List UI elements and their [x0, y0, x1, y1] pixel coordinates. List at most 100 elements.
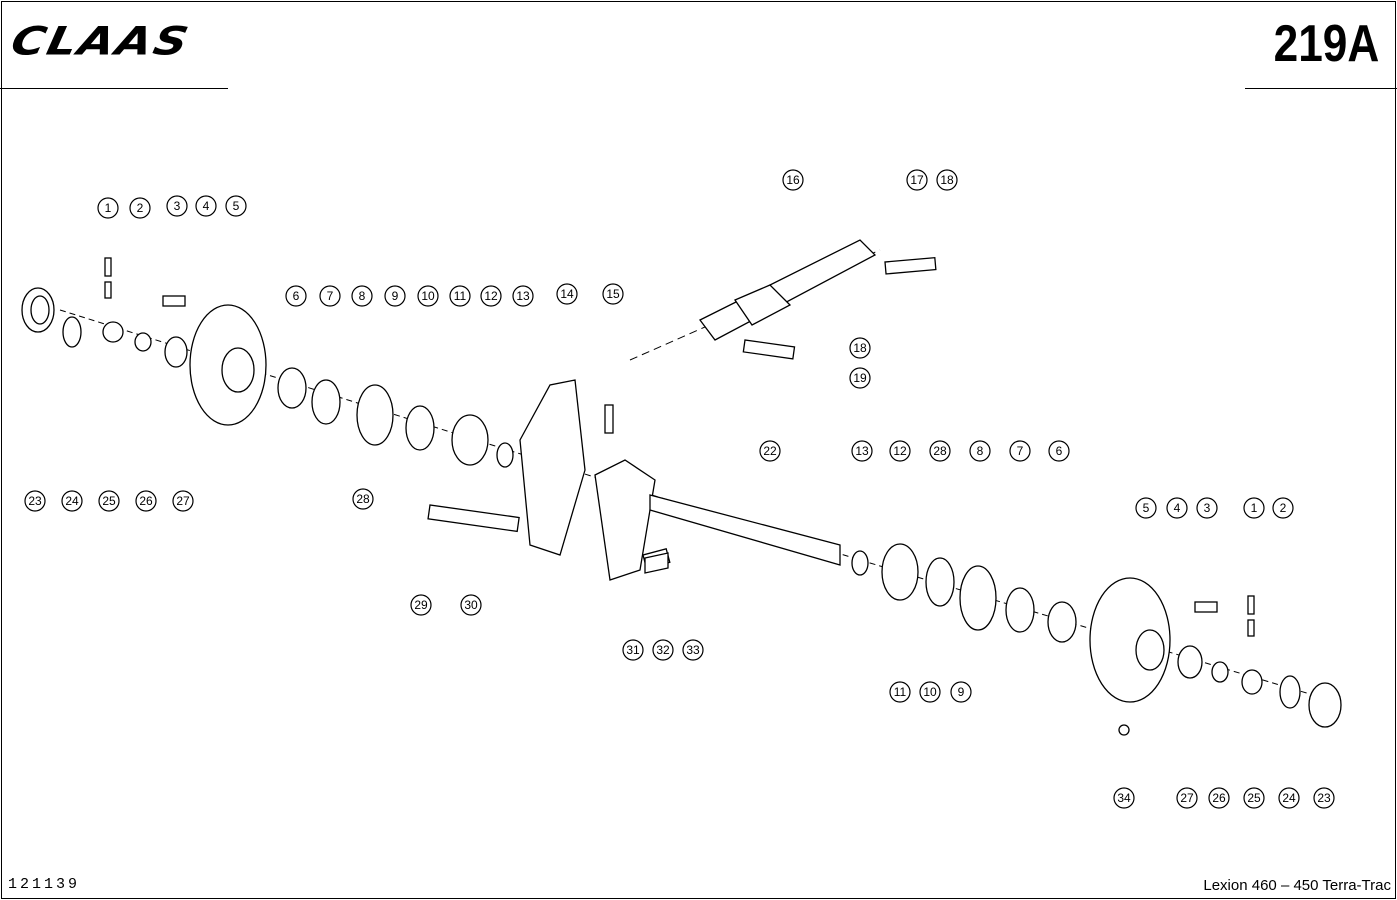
callout-circle — [512, 285, 534, 307]
callout-number: 29 — [414, 598, 428, 612]
callout-number: 3 — [1204, 501, 1211, 515]
callout-24: 24 — [1278, 787, 1300, 809]
callout-number: 24 — [1282, 791, 1296, 805]
callout-circle — [1272, 497, 1294, 519]
callout-circle — [166, 195, 188, 217]
page-number: 219A — [1273, 15, 1379, 73]
callout-number: 1 — [105, 201, 112, 215]
callout-33: 33 — [682, 639, 704, 661]
callout-number: 6 — [293, 289, 300, 303]
callout-number: 16 — [786, 173, 800, 187]
callout-number: 32 — [656, 643, 670, 657]
callout-circle — [1176, 787, 1198, 809]
callout-number: 8 — [977, 444, 984, 458]
callout-circle — [1278, 787, 1300, 809]
callout-circle — [135, 490, 157, 512]
callout-circle — [480, 285, 502, 307]
callout-circle — [98, 490, 120, 512]
callout-circle — [556, 283, 578, 305]
callout-number: 25 — [102, 494, 116, 508]
callout-30: 30 — [460, 594, 482, 616]
callout-number: 28 — [356, 492, 370, 506]
callout-number: 7 — [327, 289, 334, 303]
callout-number: 2 — [1280, 501, 1287, 515]
callout-31: 31 — [622, 639, 644, 661]
callout-number: 19 — [853, 371, 867, 385]
callout-circle — [602, 283, 624, 305]
callout-circle — [851, 440, 873, 462]
callout-circle — [936, 169, 958, 191]
callout-number: 13 — [516, 289, 530, 303]
callout-8: 8 — [969, 440, 991, 462]
callout-circle — [1113, 787, 1135, 809]
callout-number: 10 — [923, 685, 937, 699]
callout-number: 4 — [203, 199, 210, 213]
callout-circle — [1208, 787, 1230, 809]
callout-circle — [410, 594, 432, 616]
callout-number: 18 — [853, 341, 867, 355]
callout-17: 17 — [906, 169, 928, 191]
callout-circle — [460, 594, 482, 616]
callout-12: 12 — [889, 440, 911, 462]
callout-number: 27 — [176, 494, 190, 508]
callout-26: 26 — [135, 490, 157, 512]
callout-number: 23 — [1317, 791, 1331, 805]
callout-number: 33 — [686, 643, 700, 657]
callout-34: 34 — [1113, 787, 1135, 809]
callout-5: 5 — [1135, 497, 1157, 519]
callout-circle — [889, 440, 911, 462]
callout-number: 11 — [894, 685, 907, 699]
callout-25: 25 — [98, 490, 120, 512]
callout-circle — [1313, 787, 1335, 809]
callout-circle — [97, 197, 119, 219]
callout-number: 22 — [763, 444, 777, 458]
callout-8: 8 — [351, 285, 373, 307]
callout-18: 18 — [936, 169, 958, 191]
callout-circle — [225, 195, 247, 217]
callout-27: 27 — [1176, 787, 1198, 809]
callout-10: 10 — [919, 681, 941, 703]
callout-number: 7 — [1017, 444, 1024, 458]
callout-15: 15 — [602, 283, 624, 305]
header-rule-right — [1245, 88, 1397, 89]
callout-circle — [622, 639, 644, 661]
callout-number: 30 — [464, 598, 478, 612]
callout-number: 14 — [560, 287, 574, 301]
callout-circle — [759, 440, 781, 462]
callout-23: 23 — [1313, 787, 1335, 809]
callout-number: 34 — [1117, 791, 1131, 805]
callout-7: 7 — [1009, 440, 1031, 462]
callout-number: 4 — [1174, 501, 1181, 515]
callout-32: 32 — [652, 639, 674, 661]
callout-13: 13 — [512, 285, 534, 307]
callout-number: 26 — [1212, 791, 1226, 805]
callout-number: 23 — [28, 494, 42, 508]
callout-circle — [195, 195, 217, 217]
callout-circle — [1048, 440, 1070, 462]
callout-circle — [969, 440, 991, 462]
callout-13: 13 — [851, 440, 873, 462]
callout-3: 3 — [1196, 497, 1218, 519]
callout-circle — [849, 367, 871, 389]
callout-circle — [1135, 497, 1157, 519]
callout-2: 2 — [1272, 497, 1294, 519]
header-rule-left — [0, 88, 228, 89]
callout-6: 6 — [285, 285, 307, 307]
callout-number: 3 — [174, 199, 181, 213]
callout-7: 7 — [319, 285, 341, 307]
callout-circle — [1166, 497, 1188, 519]
callout-circle — [61, 490, 83, 512]
callout-circle — [351, 285, 373, 307]
callout-number: 8 — [359, 289, 366, 303]
callout-circle — [24, 490, 46, 512]
callout-11: 11 — [449, 285, 471, 307]
callout-number: 10 — [421, 289, 435, 303]
callout-circle — [285, 285, 307, 307]
callout-number: 26 — [139, 494, 153, 508]
callout-number: 12 — [893, 444, 907, 458]
callout-number: 25 — [1247, 791, 1261, 805]
callout-circle — [1243, 497, 1265, 519]
callout-27: 27 — [172, 490, 194, 512]
